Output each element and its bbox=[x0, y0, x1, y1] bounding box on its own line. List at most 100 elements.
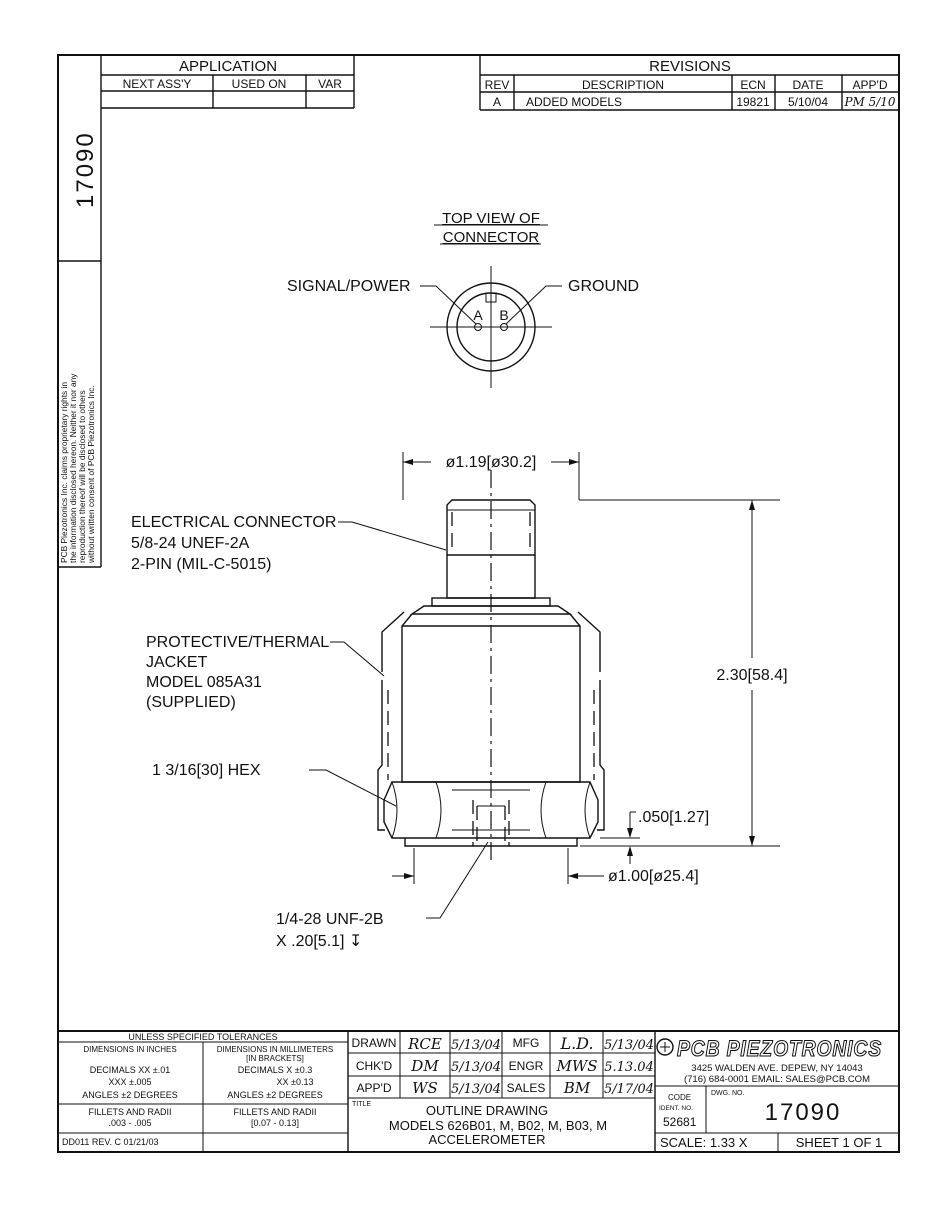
revisions-header-ecn: ECN bbox=[740, 78, 765, 92]
pin-a bbox=[474, 323, 482, 331]
jacket-right-lower bbox=[597, 680, 605, 831]
logo-symbol bbox=[656, 1038, 674, 1056]
revisions-header-date: DATE bbox=[792, 78, 823, 92]
mm-heading-line-2: [IN BRACKETS] bbox=[246, 1054, 304, 1063]
top-view-connector: TOP VIEW OF CONNECTOR A B SIGNAL/POWER G… bbox=[287, 210, 639, 388]
side-view: ø1.19[ø30.2] bbox=[377, 452, 788, 885]
hex-label: 1 3/16[30] HEX bbox=[152, 762, 261, 779]
connector-label-line-3: 2-PIN (MIL-C-5015) bbox=[131, 556, 271, 573]
mfg-label: MFG bbox=[513, 1036, 540, 1050]
sheet-number: SHEET 1 OF 1 bbox=[796, 1135, 882, 1150]
jacket-right-upper bbox=[577, 611, 601, 672]
inches-fillets-2: .003 - .005 bbox=[108, 1118, 151, 1128]
company-address: 3425 WALDEN AVE. DEPEW, NY 14043 bbox=[691, 1063, 862, 1074]
engr-label: ENGR bbox=[509, 1059, 544, 1073]
mm-decimals-2: XX ±0.13 bbox=[277, 1077, 314, 1087]
approved-date: 5/13/04 bbox=[451, 1082, 501, 1097]
revision-a-date: 5/10/04 bbox=[788, 95, 828, 109]
dim-top-diameter: ø1.19[ø30.2] bbox=[446, 454, 537, 471]
title-field-label: TITLE bbox=[352, 1101, 371, 1108]
signal-leader bbox=[420, 285, 477, 325]
title-line-1: OUTLINE DRAWING bbox=[426, 1103, 548, 1118]
application-header-var: VAR bbox=[318, 77, 342, 91]
top-view-title-line-1: TOP VIEW OF bbox=[442, 210, 540, 227]
application-title: APPLICATION bbox=[179, 58, 277, 75]
proprietary-notice: PCB Piezotronics Inc. claims proprietary… bbox=[59, 373, 96, 564]
mm-fillets-2: [0.07 - 0.13] bbox=[251, 1118, 299, 1128]
title-block: UNLESS SPECIFIED TOLERANCES DIMENSIONS I… bbox=[58, 1030, 899, 1152]
connector-label-line-2: 5/8-24 UNEF-2A bbox=[131, 535, 250, 552]
revision-a-approval-signature: PM 5/10 bbox=[843, 95, 895, 109]
inches-decimals-1: DECIMALS XX ±.01 bbox=[90, 1065, 170, 1075]
sheet-border bbox=[57, 54, 900, 1153]
sales-label: SALES bbox=[507, 1081, 546, 1095]
drawn-signature: RCE bbox=[407, 1035, 442, 1053]
sales-date: 5/17/04 bbox=[604, 1082, 654, 1097]
checked-signature: DM bbox=[410, 1057, 439, 1075]
tolerances-title: UNLESS SPECIFIED TOLERANCES bbox=[128, 1032, 277, 1042]
application-header-used-on: USED ON bbox=[232, 77, 287, 91]
signal-power-label: SIGNAL/POWER bbox=[287, 278, 411, 295]
jacket-label-line-3: MODEL 085A31 bbox=[146, 674, 262, 691]
checked-label: CHK'D bbox=[356, 1059, 393, 1073]
pin-b bbox=[500, 323, 508, 331]
title-line-2: MODELS 626B01, M, B02, M, B03, M bbox=[389, 1118, 607, 1133]
drawn-date: 5/13/04 bbox=[451, 1038, 501, 1053]
hex-leader bbox=[309, 769, 397, 807]
jacket-label-line-1: PROTECTIVE/THERMAL bbox=[146, 634, 329, 651]
engr-signature: MWS bbox=[555, 1057, 597, 1075]
proprietary-line-2: the information disclosed hereon. Neithe… bbox=[68, 373, 78, 563]
jacket-label-line-2: JACKET bbox=[146, 654, 208, 671]
jacket-label-line-4: (SUPPLIED) bbox=[146, 694, 236, 711]
callouts: ELECTRICAL CONNECTOR 5/8-24 UNEF-2A 2-PI… bbox=[131, 514, 489, 950]
proprietary-line-1: PCB Piezotronics Inc. claims proprietary… bbox=[59, 382, 69, 563]
proprietary-line-3: reproduction thereof will be disclosed t… bbox=[77, 390, 87, 563]
scale: SCALE: 1.33 X bbox=[660, 1135, 748, 1150]
title-line-3: ACCELEROMETER bbox=[428, 1132, 545, 1147]
dwg-number: 17090 bbox=[765, 1099, 842, 1126]
dim-step-height: .050[1.27] bbox=[638, 809, 709, 826]
mfg-date: 5/13/04 bbox=[604, 1038, 654, 1053]
code-label-1: CODE bbox=[668, 1093, 691, 1102]
revision-a-ecn: 19821 bbox=[736, 95, 770, 109]
pin-b-label: B bbox=[499, 307, 508, 323]
top-view-title-line-2: CONNECTOR bbox=[443, 229, 540, 246]
application-table: APPLICATION NEXT ASS'Y USED ON VAR bbox=[101, 55, 355, 109]
thread-label-line-2: X .20[5.1] ↧ bbox=[276, 933, 362, 950]
revisions-header-description: DESCRIPTION bbox=[582, 78, 664, 92]
inches-fillets-1: FILLETS AND RADII bbox=[88, 1107, 171, 1117]
side-drawing-number: 17090 bbox=[72, 131, 99, 208]
connector-label-line-1: ELECTRICAL CONNECTOR bbox=[131, 514, 336, 531]
thread-leader bbox=[426, 841, 489, 919]
drawn-label: DRAWN bbox=[352, 1036, 397, 1050]
sales-signature: BM bbox=[563, 1079, 591, 1097]
dim-base-diameter: ø1.00[ø25.4] bbox=[608, 868, 699, 885]
mfg-signature: L.D. bbox=[559, 1034, 593, 1053]
revisions-title: REVISIONS bbox=[649, 58, 731, 75]
code-ident-value: 52681 bbox=[663, 1115, 697, 1129]
company-name: PCB PIEZOTRONICS bbox=[677, 1036, 882, 1061]
connector-leader bbox=[338, 521, 447, 551]
ground-label: GROUND bbox=[568, 278, 639, 295]
mm-fillets-1: FILLETS AND RADII bbox=[233, 1107, 316, 1117]
approved-label: APP'D bbox=[357, 1081, 392, 1095]
mm-heading-line-1: DIMENSIONS IN MILLIMETERS bbox=[217, 1045, 333, 1054]
mm-decimals-1: DECIMALS X ±0.3 bbox=[238, 1065, 312, 1075]
pin-a-label: A bbox=[473, 307, 483, 323]
revision-a-rev: A bbox=[493, 95, 501, 109]
revisions-table: REVISIONS REV DESCRIPTION ECN DATE APP'D… bbox=[479, 55, 899, 111]
inches-angles: ANGLES ±2 DEGREES bbox=[82, 1090, 177, 1100]
ground-leader bbox=[505, 285, 562, 325]
revisions-header-appd: APP'D bbox=[853, 78, 888, 92]
checked-date: 5/13/04 bbox=[451, 1060, 501, 1075]
pcb-logo: PCB PIEZOTRONICS bbox=[656, 1035, 882, 1062]
jacket-leader bbox=[330, 641, 385, 677]
mm-angles: ANGLES ±2 DEGREES bbox=[227, 1090, 322, 1100]
base-step bbox=[404, 838, 578, 847]
dwg-number-label: DWG. NO. bbox=[711, 1090, 744, 1097]
dim-overall-height: 2.30[58.4] bbox=[716, 667, 787, 684]
jacket-left-upper bbox=[381, 611, 405, 672]
company-contact: (716) 684-0001 EMAIL: SALES@PCB.COM bbox=[684, 1074, 870, 1085]
revisions-header-rev: REV bbox=[485, 78, 510, 92]
